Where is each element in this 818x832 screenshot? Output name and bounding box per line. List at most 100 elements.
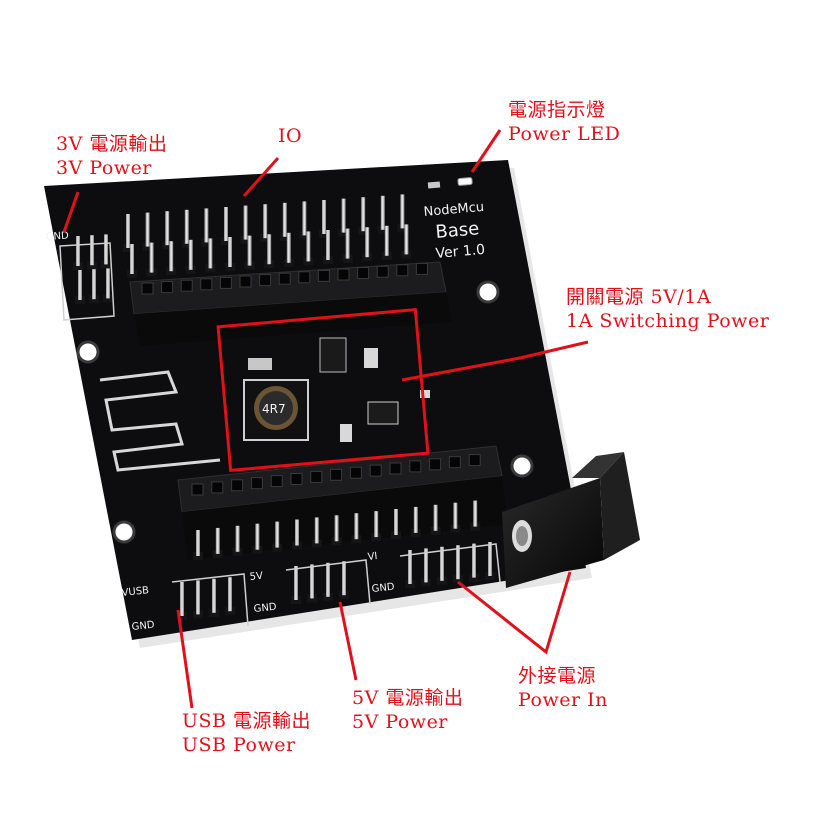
3v-power-pins <box>73 234 113 304</box>
header-pin <box>267 234 272 265</box>
header-pin <box>247 235 252 266</box>
header-pin <box>374 511 379 538</box>
header-pin <box>322 200 326 234</box>
header-pin <box>224 207 228 241</box>
socket-hole <box>429 458 442 471</box>
silk-base: Base <box>435 218 481 243</box>
socket-hole <box>250 477 263 490</box>
socket-hole <box>239 275 252 288</box>
switching-power-highlight <box>216 308 430 472</box>
header-pin <box>408 550 412 584</box>
header-pin <box>180 582 184 616</box>
header-pin <box>326 562 330 597</box>
header-pin <box>473 500 478 527</box>
label-power-led-zh: 電源指示燈 <box>508 99 606 121</box>
label-power-in-zh: 外接電源 <box>518 665 597 687</box>
header-pin <box>169 241 174 272</box>
label-power-led-en: Power LED <box>508 123 621 145</box>
header-pin <box>228 237 232 267</box>
header-pin <box>345 228 350 259</box>
label-3v-power: 3V 電源輸出 3V Power <box>56 132 167 180</box>
header-pin <box>104 234 108 265</box>
socket-hole <box>468 454 481 467</box>
silk-gnd-vin: GND <box>371 582 395 595</box>
switching-power-components: 4R7 <box>243 337 430 442</box>
label-usb-power: USB 電源輸出 USB Power <box>182 709 311 757</box>
socket-hole <box>290 473 303 485</box>
silk-gnd-5v: GND <box>253 602 277 615</box>
socket-hole <box>219 276 232 289</box>
header-pin <box>488 542 492 576</box>
header-pin <box>380 195 385 230</box>
socket-hole <box>448 456 461 469</box>
socket-hole <box>409 460 422 473</box>
header-pin <box>196 530 200 556</box>
label-power-in: 外接電源 Power In <box>518 664 608 712</box>
header-pin <box>215 527 220 554</box>
header-pin <box>400 194 405 229</box>
label-usb-power-en: USB Power <box>182 734 296 756</box>
header-pin <box>295 519 299 546</box>
header-pin <box>126 214 130 248</box>
pcb-board <box>44 160 586 640</box>
header-pin <box>130 244 134 274</box>
socket-hole <box>270 475 283 488</box>
header-pin <box>228 577 232 612</box>
annotation-lines <box>62 129 589 709</box>
header-pin <box>235 525 240 552</box>
top-socket-holes <box>141 262 428 295</box>
header-pin <box>243 205 248 240</box>
silk-5v: 5V <box>249 571 263 583</box>
header-pin <box>145 212 150 247</box>
header-pin <box>354 513 359 540</box>
socket-hole <box>259 274 272 287</box>
antenna-trace <box>99 370 221 472</box>
header-pin <box>384 225 389 256</box>
socket-hole <box>310 470 323 483</box>
socket-hole <box>161 281 174 294</box>
label-io: IO <box>278 124 302 148</box>
header-pin <box>208 238 213 269</box>
header-pin <box>365 227 370 258</box>
bottom-header-outlines <box>171 543 501 627</box>
led-resistor <box>427 181 441 189</box>
bottom-socket-holes <box>191 454 481 496</box>
header-pin <box>106 268 110 299</box>
header-pin <box>453 502 458 529</box>
header-pin <box>188 239 193 270</box>
header-pin <box>255 523 260 550</box>
header-pin <box>472 543 476 578</box>
socket-hole <box>369 464 382 477</box>
socket-hole <box>200 278 213 291</box>
socket-hole <box>141 282 154 295</box>
header-pin <box>326 230 330 260</box>
label-3v-power-zh: 3V 電源輸出 <box>56 133 168 155</box>
vin-power-pins <box>405 542 495 588</box>
silk-version: Ver 1.0 <box>435 242 486 262</box>
socket-hole <box>389 462 402 475</box>
header-pin <box>149 242 154 273</box>
socket-hole <box>211 481 224 494</box>
label-switching-power-en: 1A Switching Power <box>566 310 770 332</box>
header-pin <box>204 208 209 243</box>
bottom-socket-side <box>182 476 508 560</box>
label-power-in-en: Power In <box>518 689 608 711</box>
header-pin <box>413 506 418 533</box>
header-pin <box>286 232 291 263</box>
socket-hole <box>349 466 362 479</box>
5v-power-pins <box>291 561 349 604</box>
silk-gnd-left: GND <box>45 230 69 243</box>
silk-gnd-usb: GND <box>131 620 155 633</box>
header-pin <box>310 564 314 599</box>
label-usb-power-zh: USB 電源輸出 <box>182 710 312 732</box>
socket-hole <box>231 479 244 492</box>
header-pin <box>361 197 366 232</box>
header-pin <box>184 209 189 244</box>
label-5v-power-en: 5V Power <box>352 711 448 733</box>
header-pin <box>440 546 444 581</box>
mounting-holes <box>76 280 534 544</box>
header-pin <box>294 566 298 600</box>
header-pin <box>404 224 409 255</box>
silk-usb: VUSB <box>121 585 150 599</box>
